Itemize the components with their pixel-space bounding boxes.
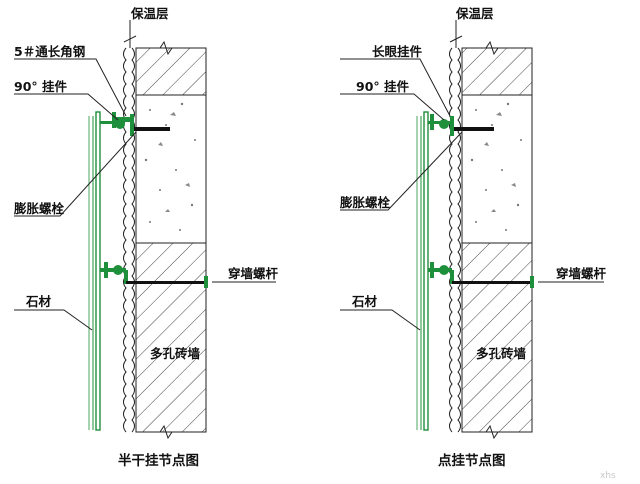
right-anchor-label: 膨胀螺栓 <box>339 195 391 210</box>
left-insulation-label: 保温层 <box>130 6 169 21</box>
right-stone-label: 石材 <box>351 294 378 309</box>
right-stone-panel <box>423 111 429 431</box>
left-stone-panel <box>95 111 101 431</box>
right-top-angle-label: 长眼挂件 <box>372 44 423 59</box>
right-hanger-label: 90° 挂件 <box>356 79 409 94</box>
right-concrete-beam <box>461 94 533 244</box>
left-lower-hanger <box>100 262 208 288</box>
right-upper-hanger <box>428 114 494 136</box>
left-concrete-beam <box>135 94 207 244</box>
left-upper-hanger <box>100 112 170 136</box>
right-caption: 点挂节点图 <box>438 452 506 469</box>
right-wall-label: 多孔砖墙 <box>476 346 527 361</box>
left-caption: 半干挂节点图 <box>118 452 199 469</box>
right-through-bolt-label: 穿墙螺杆 <box>556 266 607 281</box>
right-lower-hanger <box>428 262 534 288</box>
watermark: xhs <box>600 471 616 481</box>
left-insulation-layer <box>123 47 127 433</box>
left-through-bolt-label: 穿墙螺杆 <box>228 266 279 281</box>
right-insulation-label: 保温层 <box>455 6 494 21</box>
left-top-angle-label: 5＃通长角钢 <box>14 44 85 59</box>
left-anchor-label: 膨胀螺栓 <box>13 201 65 216</box>
left-wall-label: 多孔砖墙 <box>150 346 201 361</box>
left-detail: 保温层 <box>13 6 279 469</box>
right-detail: 保温层 <box>339 6 607 469</box>
right-insulation-layer <box>449 47 453 433</box>
left-stone-label: 石材 <box>25 294 52 309</box>
left-hanger-label: 90° 挂件 <box>14 79 67 94</box>
